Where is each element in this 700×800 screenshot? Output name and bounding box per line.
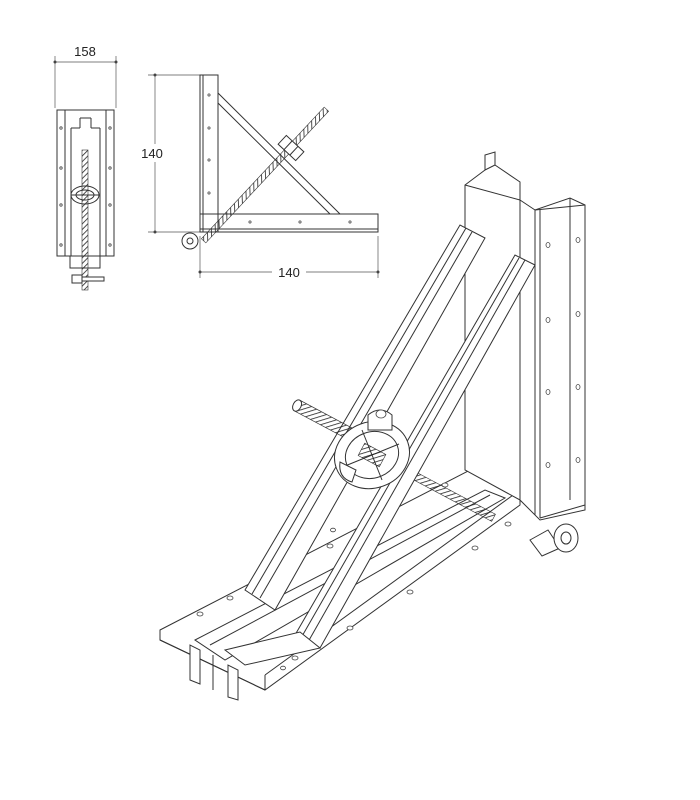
side-horizontal-member <box>199 213 379 233</box>
iso-front-diagonal-brace <box>223 254 536 666</box>
side-nut <box>277 134 305 162</box>
side-view: 140 140 <box>137 73 380 280</box>
iso-back-diagonal-brace <box>244 224 486 611</box>
front-width-dimension: 158 <box>53 44 118 108</box>
isometric-view <box>159 151 586 701</box>
front-width-label: 158 <box>74 44 96 59</box>
iso-adjuster-knob <box>529 523 579 557</box>
side-threaded-rod <box>201 106 329 244</box>
side-width-dimension: 140 <box>198 236 380 280</box>
side-knob <box>181 232 199 250</box>
iso-nut-wheel <box>334 409 410 490</box>
side-diagonal-brace <box>217 92 341 215</box>
front-view: 158 <box>53 44 118 291</box>
side-width-label: 140 <box>278 265 300 280</box>
front-bolt-head <box>71 274 83 284</box>
side-height-dimension: 140 <box>137 73 200 234</box>
side-height-label: 140 <box>141 146 163 161</box>
front-threaded-rod <box>81 149 89 291</box>
